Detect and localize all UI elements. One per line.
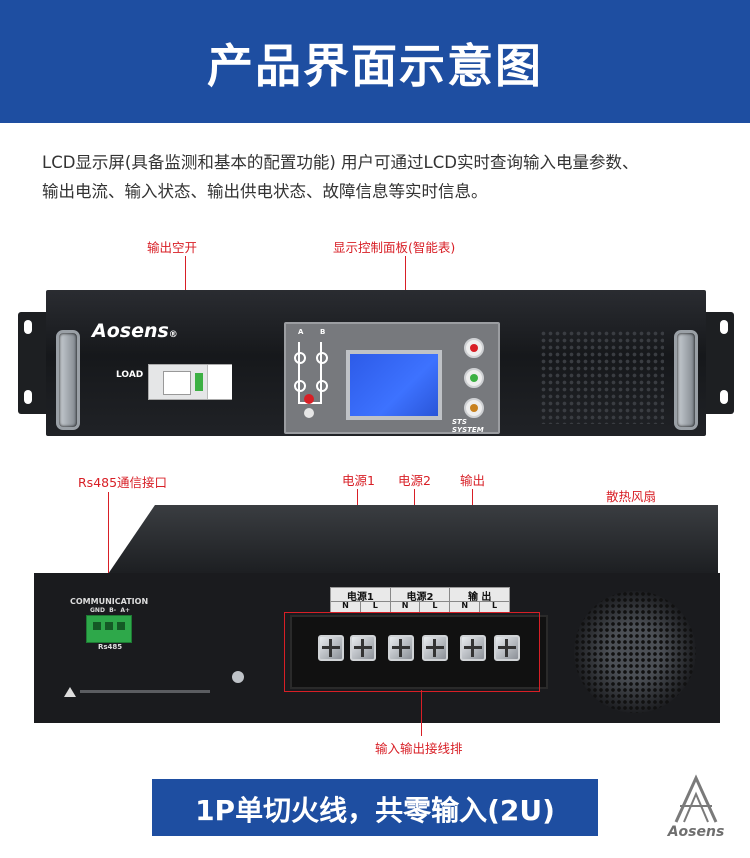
terminal-screw-2[interactable] (350, 635, 376, 661)
load-label: LOAD (116, 370, 144, 380)
terminal-highlight-box (284, 612, 540, 692)
callout-line-rs485 (108, 492, 109, 608)
sts-system-label: STS SYSTEM (452, 418, 484, 434)
pin-label: L (361, 601, 391, 612)
strip-header-source1: 电源1 (331, 588, 391, 603)
warning-text-bar (80, 690, 210, 693)
callout-line-terminal (421, 690, 422, 736)
callout-source1: 电源1 (342, 473, 375, 488)
footer-banner: 1P单切火线，共零输入(2U) (152, 779, 598, 836)
fan-grille (574, 591, 696, 713)
comm-pins-label: GND B- A+ (90, 607, 131, 614)
reset-button[interactable] (304, 408, 314, 418)
pin-label: N (450, 601, 481, 612)
terminal-screw-4[interactable] (422, 635, 448, 661)
callout-output-breaker: 输出空开 (147, 240, 198, 255)
mimic-diagram (292, 338, 336, 418)
panel-button-down[interactable] (464, 398, 484, 418)
callout-output: 输出 (460, 473, 486, 488)
breaker-body (207, 365, 232, 399)
breaker-indicator (195, 373, 203, 391)
aosens-logo: Aosens (656, 772, 736, 848)
ground-screw (232, 671, 244, 683)
description: LCD显示屏(具备监测和基本的配置功能) 用户可通过LCD实时查询输入电量参数、… (42, 148, 722, 206)
footer-label: 1P单切火线，共零输入(2U) (195, 794, 555, 827)
callout-display-panel: 显示控制面板(智能表) (333, 240, 456, 255)
description-line-1: LCD显示屏(具备监测和基本的配置功能) 用户可通过LCD实时查询输入电量参数、 (42, 153, 639, 172)
header-banner: 产品界面示意图 (0, 0, 750, 123)
output-breaker[interactable] (148, 364, 232, 400)
callout-fan: 散热风扇 (606, 489, 657, 504)
strip-header-output: 输 出 (467, 592, 492, 603)
logo-mark-icon (674, 774, 718, 823)
front-unit: Aosens® LOAD A B STS SYST (18, 290, 734, 440)
logo-text: Aosens (667, 824, 725, 840)
pin-label: N (391, 601, 421, 612)
lcd-screen (346, 350, 442, 420)
terminal-screw-6[interactable] (494, 635, 520, 661)
pin-label: N (331, 601, 361, 612)
brand-logo: Aosens® (92, 320, 178, 342)
pin-label: L (420, 601, 451, 612)
terminal-screw-1[interactable] (318, 635, 344, 661)
rear-top-cover (106, 505, 718, 577)
left-handle[interactable] (56, 330, 80, 430)
alarm-led (304, 394, 314, 404)
callout-terminal: 输入输出接线排 (375, 741, 463, 756)
terminal-screw-3[interactable] (388, 635, 414, 661)
page-title: 产品界面示意图 (207, 39, 543, 93)
warning-icon (64, 687, 76, 697)
breaker-toggle[interactable] (163, 371, 191, 395)
rear-unit: COMMUNICATION GND B- A+ Rs485 电源1 电源2 输 … (34, 505, 720, 725)
right-handle[interactable] (674, 330, 698, 430)
pin-label: L (492, 601, 498, 610)
terminal-label-strip: 电源1 电源2 输 出 N L N L N L (330, 587, 510, 613)
description-line-2: 输出电流、输入状态、输出供电状态、故障信息等实时信息。 (42, 182, 488, 201)
panel-button-up[interactable] (464, 338, 484, 358)
front-vent-grille (540, 330, 664, 424)
panel-button-ok[interactable] (464, 368, 484, 388)
communication-label: COMMUNICATION (70, 597, 149, 606)
rs485-label: Rs485 (98, 643, 123, 651)
control-panel: A B STS SYSTEM (284, 322, 500, 434)
rs485-connector[interactable] (86, 615, 132, 643)
callout-rs485: Rs485通信接口 (78, 475, 168, 490)
source-a-label: A (298, 328, 304, 336)
callout-source2: 电源2 (398, 473, 431, 488)
source-b-label: B (320, 328, 326, 336)
strip-header-source2: 电源2 (391, 588, 451, 603)
terminal-screw-5[interactable] (460, 635, 486, 661)
